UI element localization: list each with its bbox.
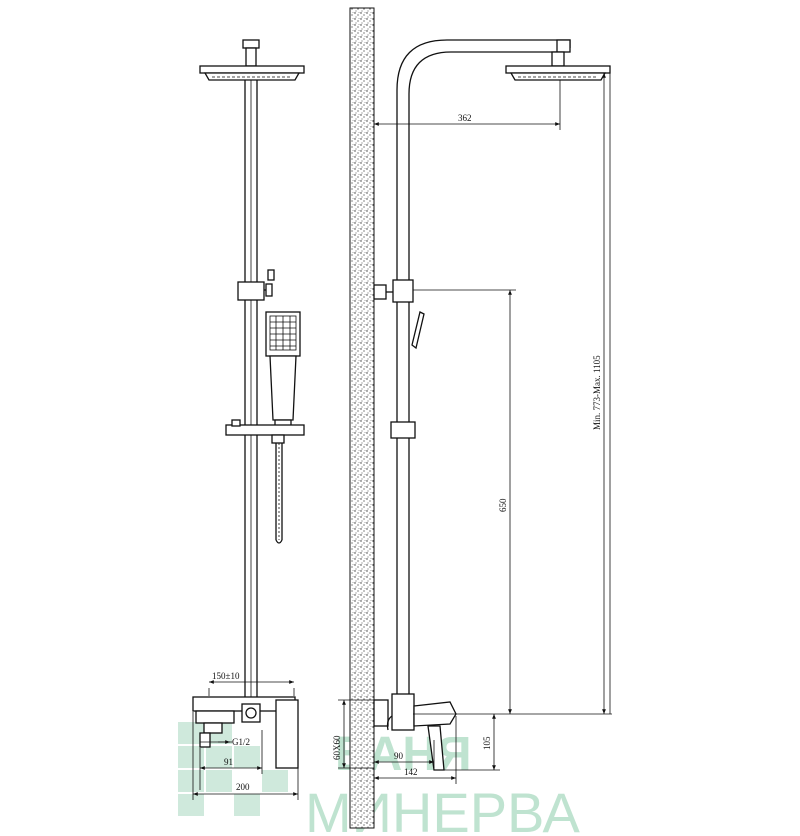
dim-holder-height: 650 xyxy=(498,498,508,512)
dim-total-height: Min. 773-Max. 1105 xyxy=(592,355,602,430)
watermark-logo-icon xyxy=(178,722,288,816)
side-view: 362 Min. 773-Max. 1105 650 105 90 142 xyxy=(332,7,612,829)
front-height-clamp xyxy=(237,269,275,301)
dim-wall-to-spout: 90 xyxy=(394,751,404,761)
dim-inlet-offset: 91 xyxy=(224,757,233,767)
front-mixer-body xyxy=(192,696,299,769)
side-wall-bracket xyxy=(373,279,414,303)
side-shower-head xyxy=(505,51,611,81)
dim-mixer-width: 200 xyxy=(236,782,250,792)
hand-shower-nozzle-grid xyxy=(269,315,297,351)
dim-arm-reach: 362 xyxy=(458,113,472,123)
side-dimensions: 362 Min. 773-Max. 1105 650 105 90 142 xyxy=(332,73,612,784)
dim-valve-height: 105 xyxy=(482,736,492,750)
front-riser-pipe xyxy=(244,80,258,700)
front-dimensions: 150±10 G1/2 91 200 xyxy=(192,671,299,800)
front-hose xyxy=(275,443,283,544)
front-head-connector xyxy=(242,39,260,67)
watermark-line2: МИНЕРВА xyxy=(305,781,581,836)
dim-center-distance: 150±10 xyxy=(212,671,240,681)
side-hand-shower xyxy=(411,311,425,350)
side-riser-arm xyxy=(396,39,571,700)
front-view: 150±10 G1/2 91 200 xyxy=(192,39,305,800)
front-shower-head xyxy=(199,65,305,81)
dim-mount-plate: 60X60 xyxy=(332,735,342,760)
side-slide-holder xyxy=(390,421,416,439)
front-slide-holder xyxy=(225,419,305,444)
dim-thread: G1/2 xyxy=(232,737,250,747)
front-hand-shower xyxy=(265,311,301,431)
wall-section xyxy=(349,7,375,829)
dim-wall-to-lever: 142 xyxy=(404,767,418,777)
